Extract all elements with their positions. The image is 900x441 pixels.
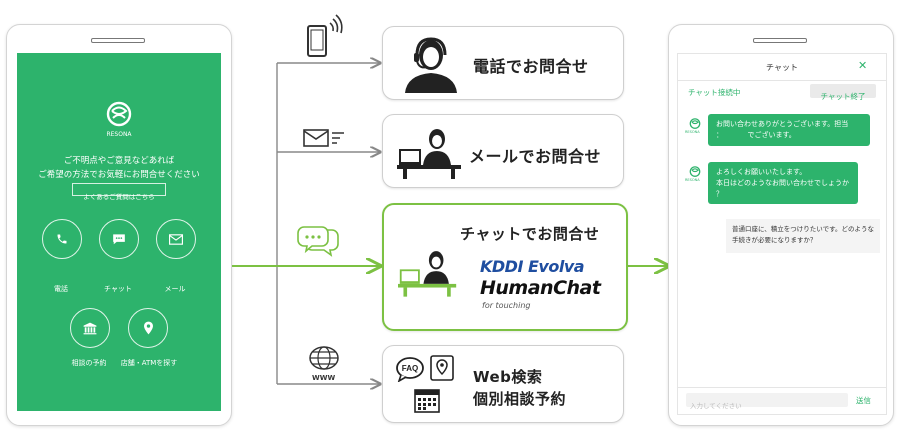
headset-operator-icon (405, 37, 457, 93)
bot-message-1-line1: お問い合わせありがとうございます。担当 (716, 120, 849, 128)
chat-contact-button[interactable] (99, 219, 139, 259)
bot-message-2-line1: よろしくお願いいたします。 (716, 168, 807, 176)
find-branch-atm-label: 店舗・ATMを探す (120, 359, 178, 367)
web-icon-group: WWW (302, 346, 346, 386)
mail-icon (169, 233, 183, 245)
chat-header-title: チャット (766, 63, 798, 72)
chat-header-divider (678, 80, 886, 81)
location-pin-icon (143, 321, 153, 335)
globe-icon (309, 346, 339, 370)
chat-screen: チャット ✕ チャット接続中 チャット終了 RESONA お問い合わせありがとう… (677, 53, 887, 415)
brand-label: RESONA (106, 131, 132, 138)
faq-link-label: よくあるご質問はこちら (83, 193, 155, 201)
globe-caption: WWW (312, 374, 336, 382)
right-phone: チャット ✕ チャット接続中 チャット終了 RESONA お問い合わせありがとう… (668, 24, 894, 426)
chat-input-divider (678, 387, 886, 388)
kddi-evolva-logo: KDDI Evolva (480, 257, 585, 276)
bot-avatar-caption: RESONA (685, 178, 700, 182)
envelope-icon (303, 129, 344, 147)
bot-avatar-caption: RESONA (685, 130, 700, 134)
mail-operator-icon (397, 129, 461, 179)
faq-bubble-icon: FAQ (396, 357, 424, 382)
bot-message-2: よろしくお願いいたします。 本日はどのようなお問い合わせでしょうか ？ (708, 162, 858, 204)
bot-message-1: お問い合わせありがとうございます。担当 ： でございます。 (708, 114, 870, 146)
chat-operator-icon (398, 251, 457, 297)
individual-consultation-title: 個別相談予約 (473, 390, 567, 408)
bot-message-2-line2: 本日はどのようなお問い合わせでしょうか (716, 179, 849, 187)
chat-inquiry-card[interactable]: チャットでお問合せ KDDI Evolva HumanChat for touc… (382, 203, 628, 331)
bank-icon (83, 322, 97, 334)
left-phone-screen: RESONA ご不明点やご意見などあれば ご希望の方法でお気軽にお問合せください… (17, 53, 221, 411)
find-branch-atm-button[interactable] (128, 308, 168, 348)
faq-badge: FAQ (402, 364, 418, 373)
mail-contact-label: メール (164, 285, 186, 293)
phone-inquiry-card[interactable]: 電話でお問合せ (382, 26, 624, 100)
mail-contact-button[interactable] (156, 219, 196, 259)
web-search-card[interactable]: FAQ Web検索 個別相談予約 (382, 345, 624, 423)
welcome-message-line1: ご不明点やご意見などあれば (63, 156, 175, 166)
bot-avatar-icon (689, 166, 701, 177)
chat-input-placeholder: 入力してください (690, 402, 742, 410)
left-phone-speaker (91, 38, 145, 43)
phone-contact-label: 電話 (54, 285, 68, 293)
chat-input-field[interactable]: 入力してください (686, 393, 848, 410)
phone-inquiry-title: 電話でお問合せ (473, 57, 589, 76)
chat-inquiry-title: チャットでお問合せ (460, 225, 600, 243)
resona-logo-icon (106, 101, 132, 127)
chat-icon (113, 234, 125, 245)
user-message: 普通口座に、積立をつけりたいです。どのような 手続きが必要になりますか？ (726, 219, 880, 253)
map-pin-icon (430, 355, 454, 381)
humanchat-tagline: for touching (482, 301, 531, 310)
consultation-booking-button[interactable] (70, 308, 110, 348)
consultation-booking-label: 相談の予約 (71, 359, 107, 367)
bot-message-1-line2: ： でございます。 (716, 131, 796, 139)
bot-message-2-line3: ？ (716, 190, 723, 198)
user-message-line1: 普通口座に、積立をつけりたいです。どのような (732, 225, 874, 233)
bot-avatar-icon (689, 118, 701, 129)
faq-link-button[interactable]: よくあるご質問はこちら (72, 183, 166, 201)
welcome-message-line2: ご希望の方法でお気軽にお問合せください (38, 170, 200, 180)
mobile-phone-icon (307, 14, 343, 57)
humanchat-logo: HumanChat (480, 277, 601, 299)
chat-contact-label: チャット (104, 285, 132, 293)
chat-status-label: チャット接続中 (688, 88, 741, 97)
phone-contact-button[interactable] (42, 219, 82, 259)
chat-end-label: チャット終了 (820, 92, 866, 101)
user-message-line2: 手続きが必要になりますか？ (732, 236, 817, 244)
chat-close-button[interactable]: ✕ (858, 59, 868, 72)
calendar-icon (414, 389, 440, 413)
speech-bubbles-icon (297, 226, 339, 257)
mail-inquiry-title: メールでお問合せ (469, 147, 602, 166)
left-phone: RESONA ご不明点やご意見などあれば ご希望の方法でお気軽にお問合せください… (6, 24, 232, 426)
chat-send-button[interactable]: 送信 (856, 396, 871, 405)
right-phone-speaker (753, 38, 807, 43)
phone-icon (57, 234, 67, 244)
mail-inquiry-card[interactable]: メールでお問合せ (382, 114, 624, 188)
web-search-title: Web検索 (473, 368, 543, 386)
chat-end-button[interactable]: チャット終了 (810, 84, 876, 101)
